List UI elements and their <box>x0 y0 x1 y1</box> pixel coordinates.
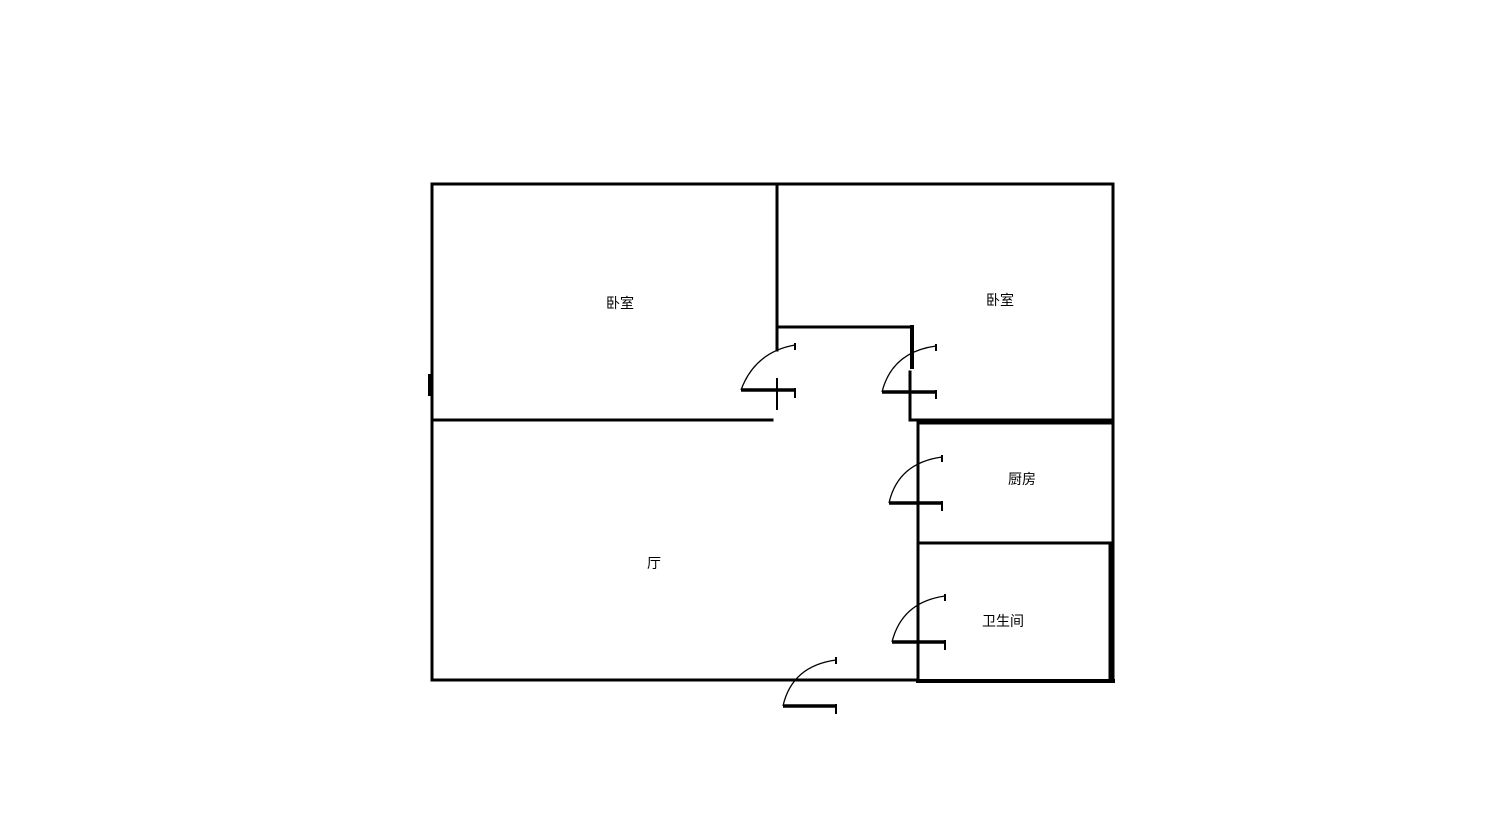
interior-walls <box>430 182 1115 682</box>
door-entrance <box>782 657 837 714</box>
room-label-kitchen: 厨房 <box>1008 472 1036 488</box>
door-left-bedroom <box>740 343 796 410</box>
door-kitchen <box>888 455 943 511</box>
room-label-bedroom-left: 卧室 <box>606 295 634 312</box>
room-label-bathroom: 卫生间 <box>982 614 1024 630</box>
room-label-living-room: 厅 <box>647 556 661 572</box>
room-label-bedroom-right: 卧室 <box>986 292 1014 309</box>
door-bathroom <box>891 594 946 650</box>
exterior-walls <box>428 182 1115 683</box>
door-right-bedroom <box>881 344 937 399</box>
